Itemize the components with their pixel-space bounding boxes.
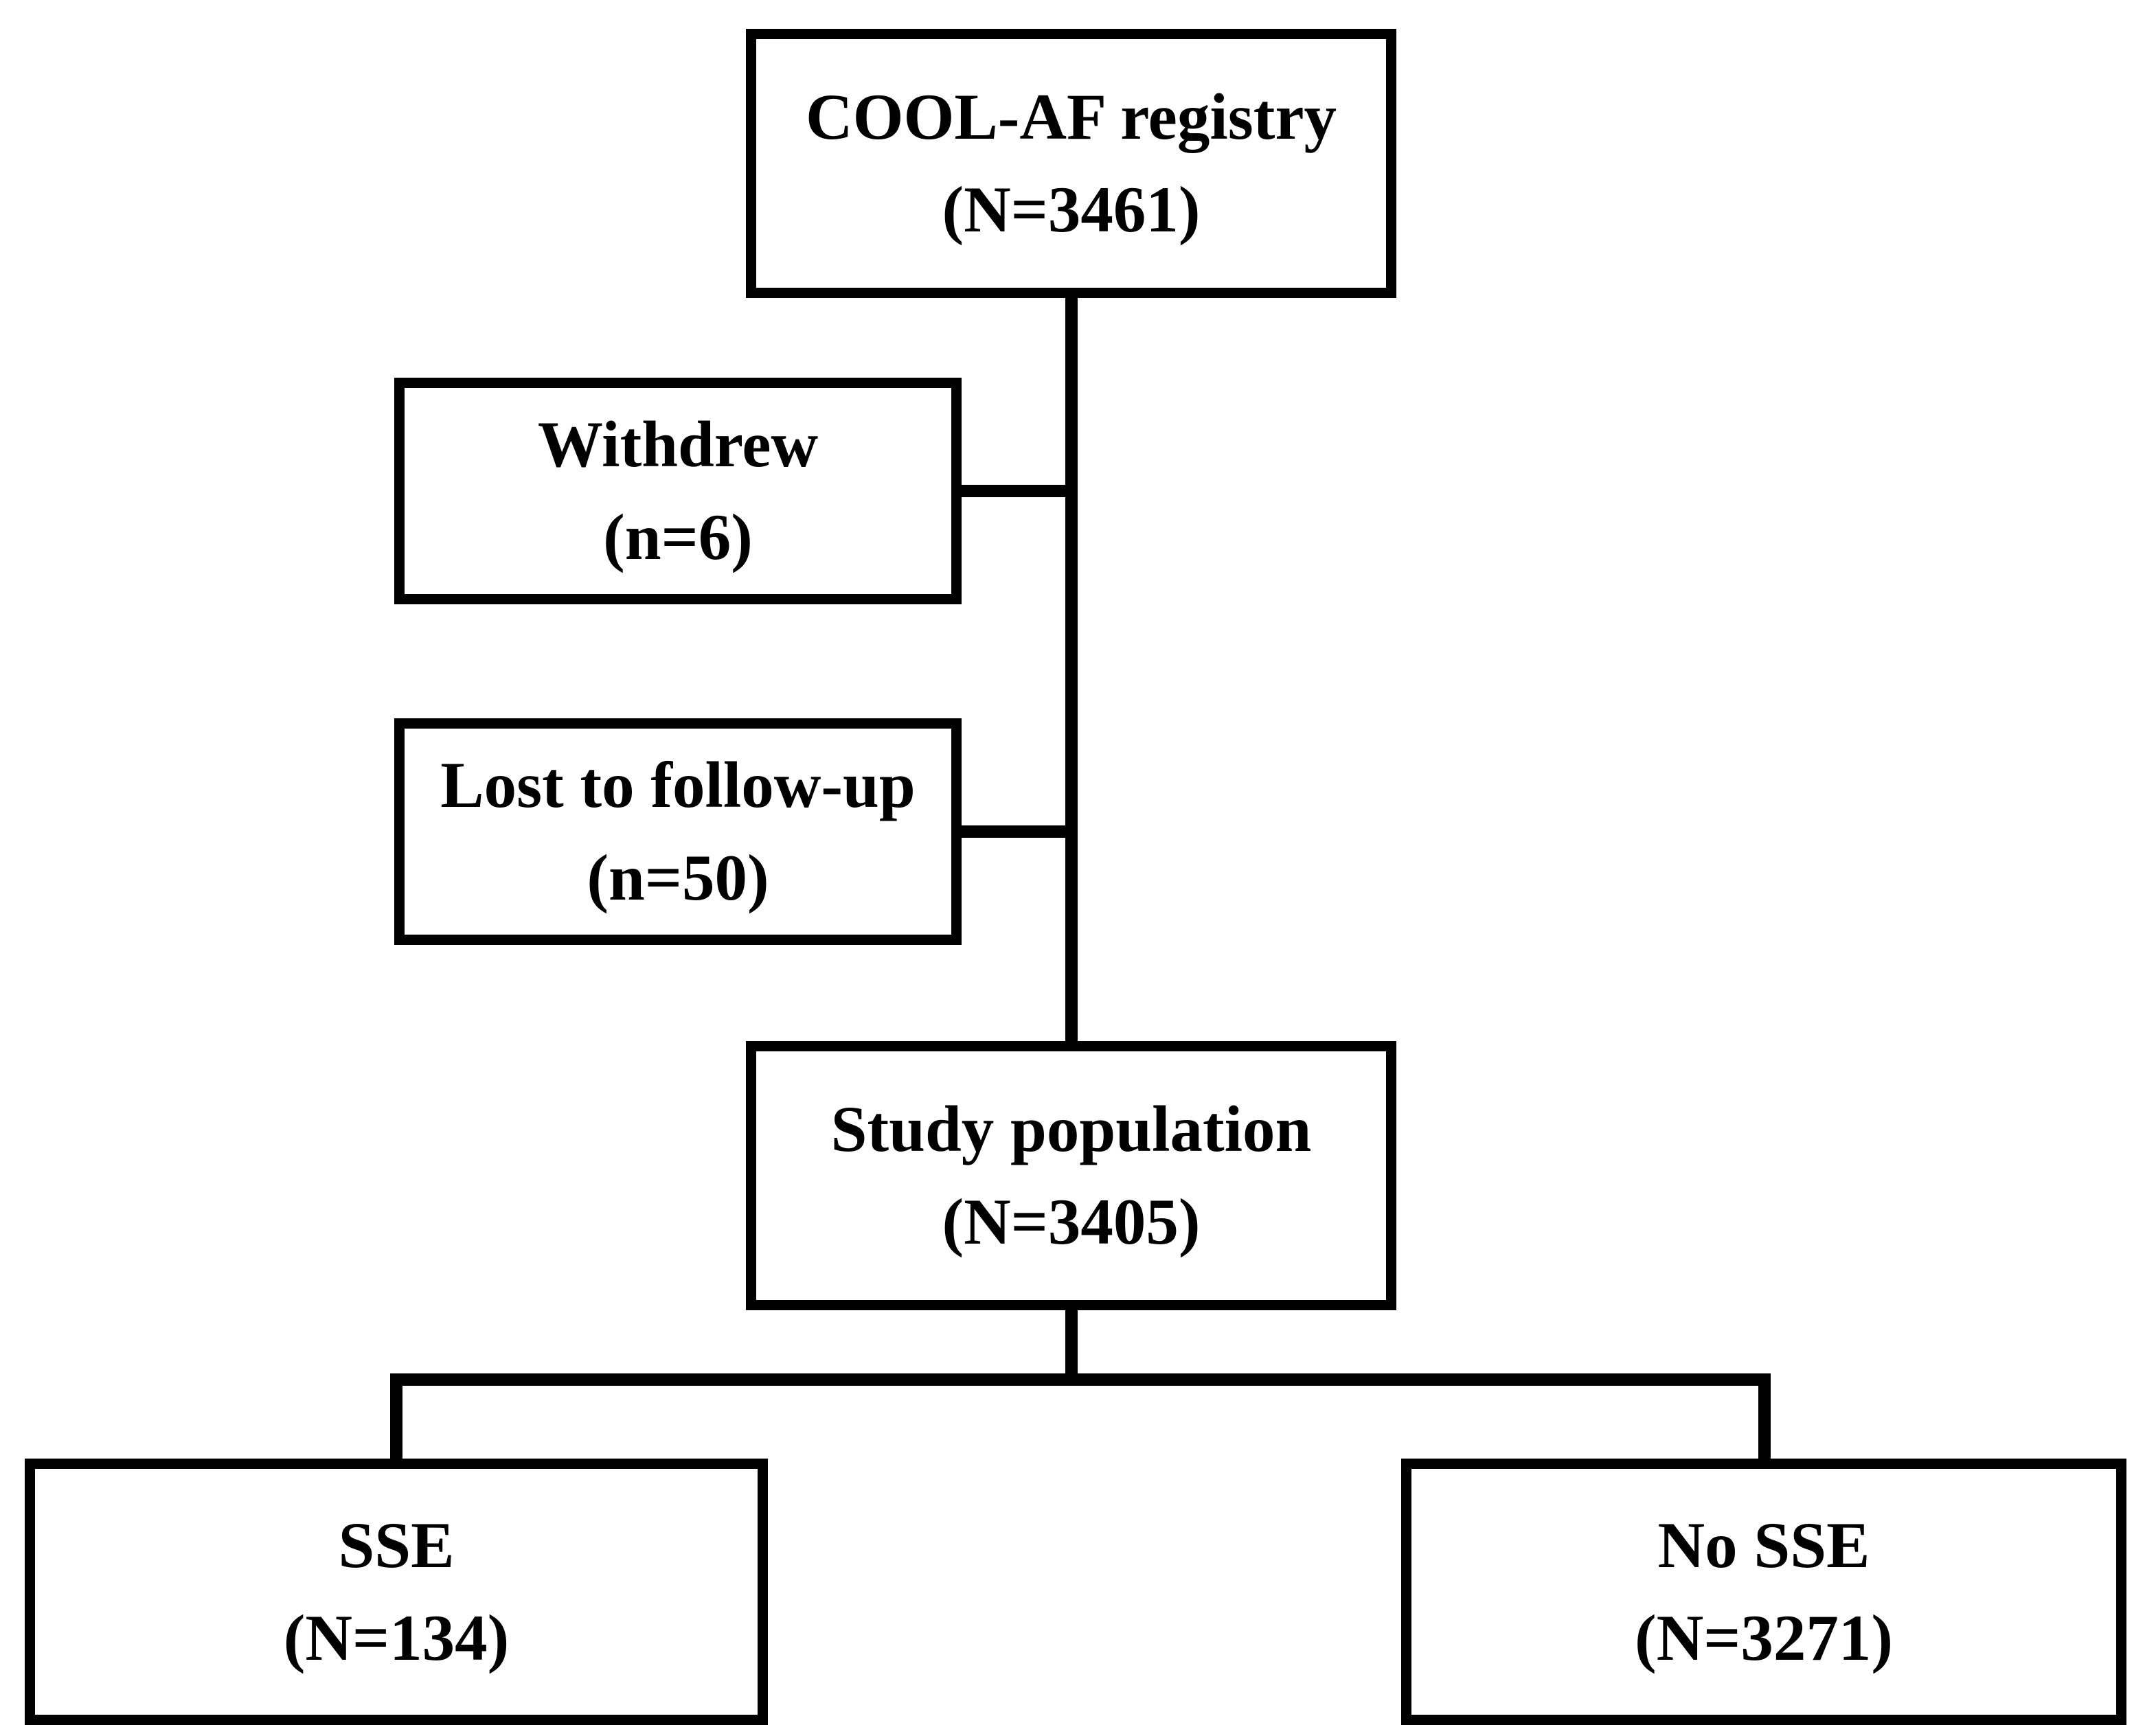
node-lost-to-followup-line2: (n=50) [587,841,769,914]
connector-registry-to-study-trunk [1065,295,1078,1045]
node-registry-line2: (N=3461) [942,173,1201,246]
node-sse-box: SSE (N=134) [25,1459,768,1725]
node-sse-line2: (N=134) [283,1601,510,1674]
connector-study-bottom-stub [1065,1306,1078,1383]
node-no-sse-line1: No SSE [1657,1509,1870,1582]
connector-lost-to-trunk [958,825,1078,838]
connector-withdrew-to-trunk [958,485,1078,497]
connector-split-horizontal [390,1373,1771,1386]
node-registry-line1: COOL-AF registry [805,80,1337,154]
node-no-sse-box: No SSE (N=3271) [1401,1459,2126,1725]
node-lost-to-followup-box: Lost to follow-up (n=50) [394,718,962,945]
node-registry-box: COOL-AF registry (N=3461) [746,29,1396,298]
node-no-sse-line2: (N=3271) [1634,1601,1893,1674]
node-withdrew-line1: Withdrew [537,408,819,481]
node-study-population-line1: Study population [830,1093,1312,1166]
node-withdrew-line2: (n=6) [603,501,753,573]
node-study-population-box: Study population (N=3405) [746,1041,1396,1310]
node-lost-to-followup-line1: Lost to follow-up [440,749,916,822]
node-sse-line1: SSE [338,1509,455,1582]
connector-drop-to-sse [390,1373,402,1463]
node-withdrew-box: Withdrew (n=6) [394,378,962,604]
connector-drop-to-no-sse [1758,1373,1771,1463]
node-study-population-line2: (N=3405) [942,1185,1201,1258]
